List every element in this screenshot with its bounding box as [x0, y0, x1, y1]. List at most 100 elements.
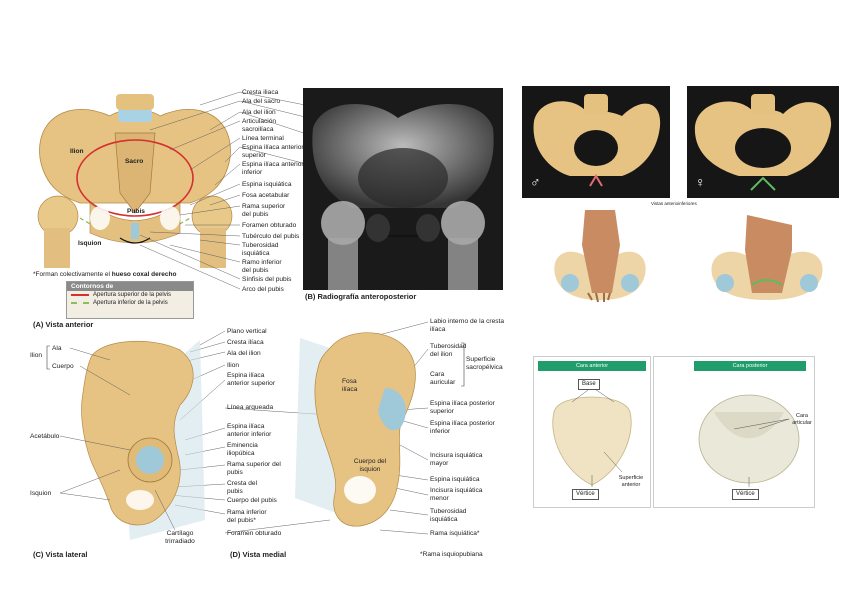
label-ala-sacro: Ala del sacro	[242, 98, 281, 105]
footnote-bold: hueso coxal derecho	[111, 271, 177, 278]
label-isquion: Isquion	[78, 240, 102, 247]
label-fosa-acetabular: Fosa acetabular	[242, 192, 290, 199]
label-c-foramen-obturado: Foramen obturado	[227, 530, 282, 537]
patella-cara-articular-label: Cara articular	[792, 413, 812, 426]
label-espina-isquiatica: Espina isquiática	[242, 181, 292, 188]
female-symbol: ♀	[695, 174, 706, 190]
patella-posterior-drawing	[698, 394, 800, 487]
patella-anterior-header: Cara anterior	[538, 361, 646, 371]
female-pelvis-drawing	[694, 94, 832, 191]
caption-b-text: Radiografía anteroposterior	[317, 292, 417, 301]
male-pelvis-drawing	[533, 94, 661, 187]
label-cara-auricular: Cara auricular	[430, 371, 456, 386]
label-ilion: Ilion	[70, 148, 84, 155]
label-tuberosidad-ilion: Tuberosidad del ilion	[430, 343, 467, 358]
label-c-eiai: Espina ilíaca anterior inferior	[227, 423, 272, 438]
label-c-ilion: Ilion	[30, 352, 43, 359]
label-c-isquion: Isquion	[30, 490, 52, 497]
patella-posterior-header: Cara posterior	[694, 361, 806, 371]
xray-drawing	[312, 104, 494, 290]
patella-sup-anterior-label: Superficie anterior	[618, 475, 644, 488]
caption-d-letter: (D)	[230, 550, 241, 559]
caption-a-letter: (A)	[33, 320, 44, 329]
label-foramen-obturado: Foramen obturado	[242, 222, 297, 229]
hand-female-drawing	[711, 215, 823, 300]
hand-female-panel	[697, 205, 837, 305]
label-c-acetabulo: Acetábulo	[30, 433, 60, 440]
red-line-swatch	[71, 294, 89, 296]
label-sinfisis-pubis: Sínfisis del pubis	[242, 276, 292, 283]
panel-d-illustration	[290, 318, 430, 543]
label-c-eias: Espina ilíaca anterior superior	[227, 372, 276, 387]
label-eiai: Espina ilíaca anterior inferior	[242, 161, 304, 176]
caption-b: (B) Radiografía anteroposterior	[305, 292, 416, 301]
patella-posterior-panel: Cara posterior Cara articular Vértice	[653, 356, 815, 508]
label-incisura-mayor: Incisura isquiática mayor	[430, 452, 483, 467]
label-cresta-pubis: Cresta del pubis	[227, 480, 258, 495]
caption-c-letter: (C)	[33, 550, 44, 559]
label-pubis: Pubis	[127, 208, 145, 215]
caption-c-text: Vista lateral	[45, 550, 88, 559]
female-pelvis-panel: ♀	[687, 86, 839, 198]
label-labio-interno: Labio interno de la cresta ilíaca	[430, 318, 505, 333]
label-cuerpo-isquion: Cuerpo del isquion	[353, 458, 387, 473]
legend-label-outlet: Apertura inferior de la pelvis	[93, 300, 168, 306]
label-articulacion-sacroiliaca: Articulación sacroilíaca	[242, 118, 277, 133]
panel-d-footnote: *Rama isquiopubiana	[420, 551, 483, 558]
xray-panel	[303, 88, 503, 290]
hand-male-panel	[530, 205, 670, 305]
label-tuberculo-pubis: Tubérculo del pubis	[242, 233, 300, 240]
legend-title: Contornos de	[67, 282, 193, 291]
hip-lateral-drawing	[81, 340, 205, 540]
label-rama-superior-pubis: Rama superior del pubis	[242, 203, 286, 218]
label-c-ilion-right: Ilion	[227, 362, 240, 369]
label-superficie-sacropelvica: Superficie sacropélvica	[466, 356, 503, 371]
male-pelvis-panel: ♂	[522, 86, 670, 198]
hand-male-drawing	[554, 210, 646, 303]
label-c-rama-inferior: Rama inferior del pubis*	[227, 509, 267, 524]
label-cuerpo-pubis: Cuerpo del pubis	[227, 497, 277, 504]
label-arco-pubis: Arco del pubis	[242, 286, 284, 293]
label-fosa-iliaca: Fosa ilíaca	[342, 378, 358, 393]
patella-vertice-right-label: Vértice	[732, 489, 759, 500]
label-eipi: Espina ilíaca posterior inferior	[430, 420, 495, 435]
label-linea-terminal: Línea terminal	[242, 135, 284, 142]
label-c-ala-ilion: Ala del ilion	[227, 350, 261, 357]
patella-base-label: Base	[578, 379, 600, 390]
caption-a-text: Vista anterior	[45, 320, 94, 329]
legend-label-inlet: Apertura superior de la pelvis	[93, 292, 172, 298]
label-d-tuberosidad: Tuberosidad isquiática	[430, 508, 467, 523]
caption-b-letter: (B)	[305, 292, 316, 301]
label-sacro: Sacro	[125, 158, 144, 165]
label-ala-ilion: Ala del ilion	[242, 109, 276, 116]
label-c-cresta-iliaca: Cresta ilíaca	[227, 339, 264, 346]
caption-d: (D) Vista medial	[230, 550, 286, 559]
panel-c-illustration	[60, 330, 225, 550]
label-c-cartilago: Cartílago trirradiado	[165, 530, 195, 545]
panel-a-illustration: Ilion Sacro Pubis Isquion	[30, 88, 240, 268]
label-plano-vertical: Plano vertical	[227, 328, 267, 335]
label-linea-arqueada: Línea arqueada	[227, 404, 274, 411]
label-tuberosidad-isquiatica: Tuberosidad isquiática	[242, 242, 279, 257]
patella-anterior-panel: Cara anterior Base Vértice Superficie an…	[533, 356, 651, 508]
panel-a-footnote: *Forman colectivamente el hueso coxal de…	[33, 271, 176, 279]
label-eias: Espina ilíaca anterior superior	[242, 144, 304, 159]
male-symbol: ♂	[530, 174, 541, 190]
label-eips: Espina ilíaca posterior superior	[430, 400, 495, 415]
label-eminencia-iliopubica: Eminencia iliopúbica	[227, 442, 258, 457]
label-c-ala: Ala	[52, 345, 62, 352]
caption-d-text: Vista medial	[242, 550, 287, 559]
legend-item-outlet: Apertura inferior de la pelvis	[67, 299, 193, 307]
footnote-prefix: *Forman colectivamente el	[33, 271, 112, 278]
patella-vertice-left-label: Vértice	[572, 489, 599, 500]
caption-a: (A) Vista anterior	[33, 320, 93, 329]
green-dashed-swatch	[71, 302, 89, 304]
hip-medial-drawing	[295, 332, 416, 527]
contour-legend: Contornos de Apertura superior de la pel…	[66, 281, 194, 319]
label-c-rama-superior: Rama superior del pubis	[227, 461, 281, 476]
caption-c: (C) Vista lateral	[33, 550, 88, 559]
label-incisura-menor: Incisura isquiática menor	[430, 487, 483, 502]
label-ramo-inferior-pubis: Ramo inferior del pubis	[242, 259, 282, 274]
label-rama-isquiatica: Rama isquiática*	[430, 530, 480, 537]
label-cresta-iliaca: Cresta iliaca	[242, 89, 279, 96]
